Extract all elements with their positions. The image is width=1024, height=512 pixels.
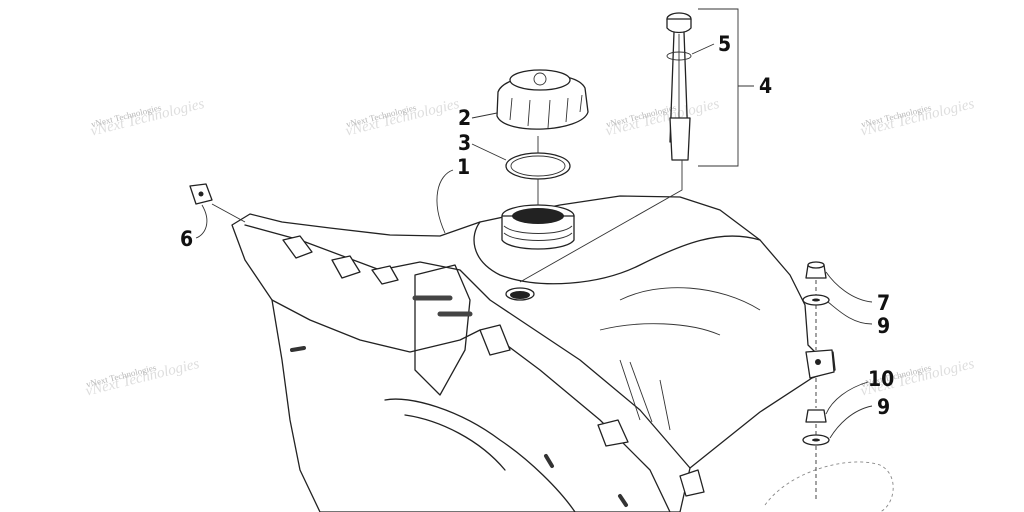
tank-cavity-inner — [404, 414, 506, 471]
sender-seal — [666, 51, 692, 61]
fuel-cap — [496, 69, 589, 130]
nut-lower — [805, 409, 827, 423]
mounting-tab — [479, 324, 511, 356]
sender-port-hole — [510, 291, 530, 299]
watermark: vNext Technologies vNext Technologies — [604, 96, 721, 140]
tank-saddle — [414, 264, 471, 396]
filler-neck — [501, 215, 575, 250]
callout-4: 4 — [759, 74, 772, 98]
mounting-surface-outline — [764, 461, 894, 512]
filler-neck-thread — [503, 232, 573, 241]
leader-lines — [195, 8, 873, 439]
tank-fin — [629, 361, 653, 423]
leader-5 — [691, 43, 715, 55]
mounting-tab — [597, 419, 629, 447]
leader-2 — [471, 112, 498, 119]
callout-3: 3 — [458, 131, 471, 155]
fuel-sender — [519, 12, 692, 283]
fuel-cap-grip — [509, 94, 583, 129]
callout-9-lower: 9 — [877, 395, 890, 419]
tank-cavity — [384, 398, 576, 512]
tank-fin — [619, 359, 641, 421]
callout-7: 7 — [877, 291, 890, 315]
callout-5: 5 — [718, 32, 731, 56]
sender-axis — [519, 160, 683, 283]
washer-lower-hole — [812, 438, 820, 442]
watermark: vNext Technologies vNext Technologies — [84, 356, 201, 400]
stud — [618, 494, 628, 507]
leader-1 — [436, 169, 454, 234]
mount-hole — [815, 359, 821, 365]
callout-2: 2 — [458, 106, 471, 130]
mounting-tab — [371, 265, 399, 285]
clip — [189, 183, 246, 223]
fuel-tank — [231, 195, 836, 512]
gasket-outer — [505, 152, 571, 180]
nut-top-face — [807, 261, 825, 269]
tank-contour — [619, 287, 761, 311]
tank-fin — [659, 379, 671, 431]
watermark: vNext Technologies vNext Technologies — [859, 96, 976, 140]
mounting-tab — [679, 469, 705, 497]
gasket — [505, 152, 571, 180]
tank-channel — [244, 224, 691, 469]
leader-10 — [825, 381, 869, 415]
sender-float — [669, 117, 691, 161]
callout-9-upper: 9 — [877, 314, 890, 338]
callout-10: 10 — [868, 367, 894, 391]
leader-7 — [825, 271, 873, 303]
leader-3 — [471, 143, 507, 161]
tank-ridge — [473, 221, 761, 285]
gasket-inner — [510, 155, 566, 177]
filler-opening — [512, 208, 564, 224]
watermark: vNext Technologies vNext Technologies — [89, 96, 206, 140]
fuel-cap-logo — [533, 72, 547, 86]
clip-hole — [198, 191, 204, 197]
mounting-tab — [331, 255, 361, 279]
fuel-cap-top — [509, 69, 571, 91]
sender-head — [666, 18, 692, 34]
washer-top-hole — [812, 298, 820, 302]
hardware-stack — [802, 261, 830, 500]
callouts: 1 2 3 4 5 6 7 9 10 9 — [180, 32, 894, 419]
leader-9a — [827, 301, 873, 325]
mounting-tab — [282, 235, 313, 259]
stud — [290, 346, 306, 352]
leader-9b — [829, 405, 873, 439]
leader-6 — [195, 204, 208, 239]
stud — [544, 454, 554, 468]
clip-axis — [211, 203, 246, 223]
bracket-4 — [698, 8, 754, 167]
callout-1: 1 — [457, 155, 470, 179]
watermark: vNext Technologies vNext Technologies — [344, 96, 461, 140]
filler-neck-thread — [503, 225, 573, 234]
callout-6: 6 — [180, 227, 193, 251]
tank-contour-2 — [599, 323, 721, 336]
